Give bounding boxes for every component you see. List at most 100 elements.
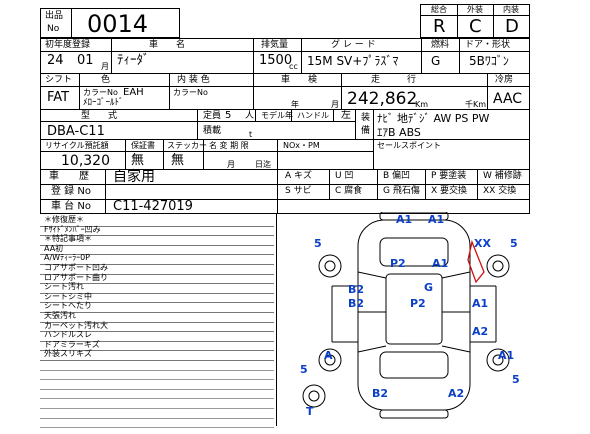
inspection-year-unit: 年	[291, 100, 299, 109]
thousand-km-unit: 千Km	[465, 100, 487, 109]
lot-label-1: 出品	[45, 11, 64, 21]
model-name: ﾃｨｰﾀﾞ	[117, 53, 150, 68]
color-label: 色	[101, 75, 111, 85]
handle-label: ハンドル	[297, 111, 329, 120]
type-value: DBA-C11	[47, 124, 105, 139]
note-line: 外装スリキズ	[40, 350, 274, 361]
rear-window	[379, 351, 449, 379]
grade-box: 総合 外装 内装 R C D	[420, 4, 530, 38]
note-line: AA初	[40, 243, 274, 256]
recycle-value: 10,320	[61, 153, 110, 169]
mark-a2-bottom: A2	[448, 387, 465, 400]
wheel-rear-left	[318, 348, 342, 372]
mark-p2-top: P2	[390, 257, 406, 270]
reg-year: 24	[47, 53, 64, 68]
grade-label-overall: 総合	[431, 5, 447, 14]
note-text: シート汚れ	[44, 282, 84, 292]
door-label: ドア・形状	[465, 40, 511, 50]
note-line: カーペット汚れ大	[40, 321, 274, 333]
note-line: ハンドルスレ	[40, 331, 274, 342]
note-text: ＊修復歴＊	[44, 215, 84, 224]
legend-p: P 要塗装	[431, 171, 467, 181]
legend-xx: XX 交換	[483, 186, 517, 196]
main-table: 初年度登録 車 名 排気量 グ レ ー ド 燃料 ドア・形状 24 01 月 ﾃ…	[40, 38, 530, 214]
grade-label-exterior: 外装	[467, 5, 483, 14]
color-no: EAH	[123, 87, 144, 98]
note-blank-line	[40, 370, 274, 381]
mark-a1-right: A1	[472, 297, 489, 310]
note-text: シートシミ中	[44, 291, 92, 301]
mark-t-bottom: T	[306, 405, 314, 418]
note-text: 外装スリキズ	[44, 349, 92, 359]
damage-mark-xx	[467, 239, 485, 284]
mileage-label: 走 行	[371, 75, 417, 85]
type-label: 型 式	[81, 111, 118, 121]
inspection-label: 車 検	[281, 75, 318, 85]
rename-day-unit: 日迄	[255, 160, 271, 169]
legend-b: B 偏凹	[383, 171, 411, 181]
roof	[385, 273, 443, 345]
mark-b2-bottom: B2	[372, 387, 389, 400]
mileage-value: 242,862	[347, 89, 418, 109]
capacity-value: 5	[225, 110, 232, 121]
note-line: シートへたり	[40, 302, 274, 313]
lot-label-2: No	[47, 24, 60, 34]
load-unit: t	[249, 130, 253, 139]
mark-a2-right: A2	[472, 325, 489, 338]
mark-a1-lower: A1	[498, 349, 515, 362]
note-blank-line	[40, 398, 274, 409]
reg-label: 初年度登録	[45, 40, 91, 50]
rear-bumper	[379, 409, 449, 419]
legend-w: W 補修跡	[483, 171, 522, 181]
note-text: 天張汚れ	[44, 311, 76, 320]
grade-exterior: C	[469, 16, 482, 37]
sticker-label: ステッカー	[167, 141, 207, 150]
chassis-value: C11-427019	[113, 199, 193, 214]
mark-p2-mid: P2	[410, 297, 426, 310]
mark-right-top: 5	[510, 237, 518, 250]
reg-month: 01	[77, 53, 94, 68]
mark-a1-top: A1	[432, 257, 449, 270]
legend-a: A キズ	[285, 171, 313, 181]
note-blank-line	[40, 360, 274, 371]
wheel-rear-right	[486, 348, 510, 372]
capacity-label: 定員	[203, 111, 222, 121]
note-line: ＊修復歴＊	[40, 216, 274, 227]
car-body-outline	[357, 219, 471, 411]
ac-value: AAC	[493, 91, 523, 107]
sales-label: セールスポイント	[377, 141, 441, 150]
note-blank-line	[40, 418, 274, 429]
wheel-front-left	[318, 254, 342, 278]
note-text: AA初	[44, 243, 64, 253]
sticker-value: 無	[171, 153, 185, 168]
grade-label-interior: 内装	[503, 5, 519, 14]
grade-overall: R	[433, 16, 446, 37]
door-value: 5Bﾜｺﾞﾝ	[469, 54, 509, 68]
note-line: A/Wﾃｨｰﾗｰ0P	[40, 254, 274, 265]
color-no-label: カラーNo	[83, 88, 118, 97]
warranty-label: 保証書	[131, 141, 155, 150]
spare-tire	[302, 384, 326, 408]
cc-unit: cc	[289, 62, 298, 71]
note-line: ロアサポート曲り	[40, 273, 274, 285]
mark-xx: XX	[474, 237, 491, 250]
shift-label: シフト	[45, 75, 73, 85]
note-blank-line	[40, 389, 274, 400]
legend-c: C 腐食	[335, 186, 363, 196]
load-label: 積載	[203, 126, 222, 136]
handle-value: 左	[341, 110, 351, 121]
model-year-label: モデル年	[261, 111, 293, 120]
legend-x: X 要交換	[431, 186, 468, 196]
grade-value: 15M SV+ﾌﾟﾗｽﾞﾏ	[307, 54, 399, 68]
note-line: ドアミラーキズ	[40, 340, 274, 352]
front-bumper	[379, 212, 449, 221]
inspection-month-unit: 月	[331, 100, 339, 109]
note-text: ハンドルスレ	[44, 330, 92, 340]
model-label: 車 名	[149, 40, 186, 50]
legend-g: G 飛石傷	[383, 186, 420, 196]
grade-interior: D	[505, 16, 519, 37]
note-blank-line	[40, 408, 274, 419]
displacement: 1500	[259, 53, 293, 68]
disp-label: 排気量	[261, 40, 289, 50]
color-name: ﾒﾛｰｺﾞｰﾙﾄﾞ	[83, 98, 124, 108]
